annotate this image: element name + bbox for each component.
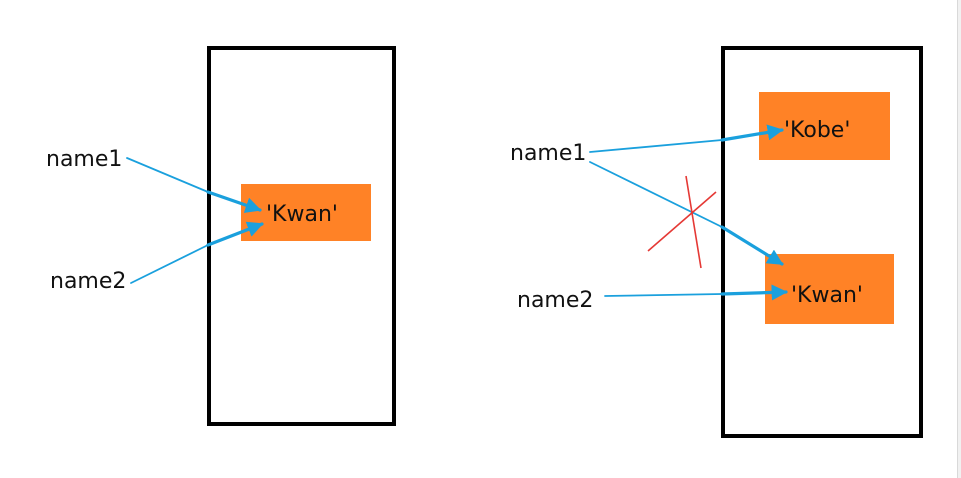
scrollbar[interactable]	[957, 0, 961, 478]
left-kwan-label: 'Kwan'	[266, 202, 338, 227]
right-name2-label: name2	[517, 288, 593, 313]
right-memory-frame	[721, 46, 923, 438]
right-name2-arrow-tail	[604, 293, 723, 297]
right-panel: 'Kobe' 'Kwan' name1 name2	[510, 46, 923, 438]
left-memory-frame	[207, 46, 396, 426]
right-name1-kwan-arrow	[720, 225, 784, 266]
right-kobe-label: 'Kobe'	[784, 118, 850, 143]
left-name2-arrow	[206, 221, 264, 247]
cross-out-stroke-2	[685, 175, 702, 269]
left-name1-arrow	[206, 190, 262, 213]
right-name1-kwan-arrow-tail	[589, 161, 723, 228]
right-name1-kobe-arrow	[720, 124, 784, 142]
cross-out-mark	[647, 175, 717, 269]
left-name1-arrow-tail	[126, 157, 209, 193]
right-kwan-label: 'Kwan'	[791, 283, 863, 308]
left-name1-label: name1	[46, 147, 122, 172]
left-name2-arrow-tail	[130, 244, 209, 284]
cross-out-stroke-1	[647, 191, 717, 252]
right-name2-arrow	[720, 284, 788, 301]
right-name1-kobe-arrow-tail	[589, 139, 723, 153]
right-name1-label: name1	[510, 141, 586, 166]
left-panel: 'Kwan' name1 name2	[46, 46, 396, 426]
left-name2-label: name2	[50, 269, 126, 294]
